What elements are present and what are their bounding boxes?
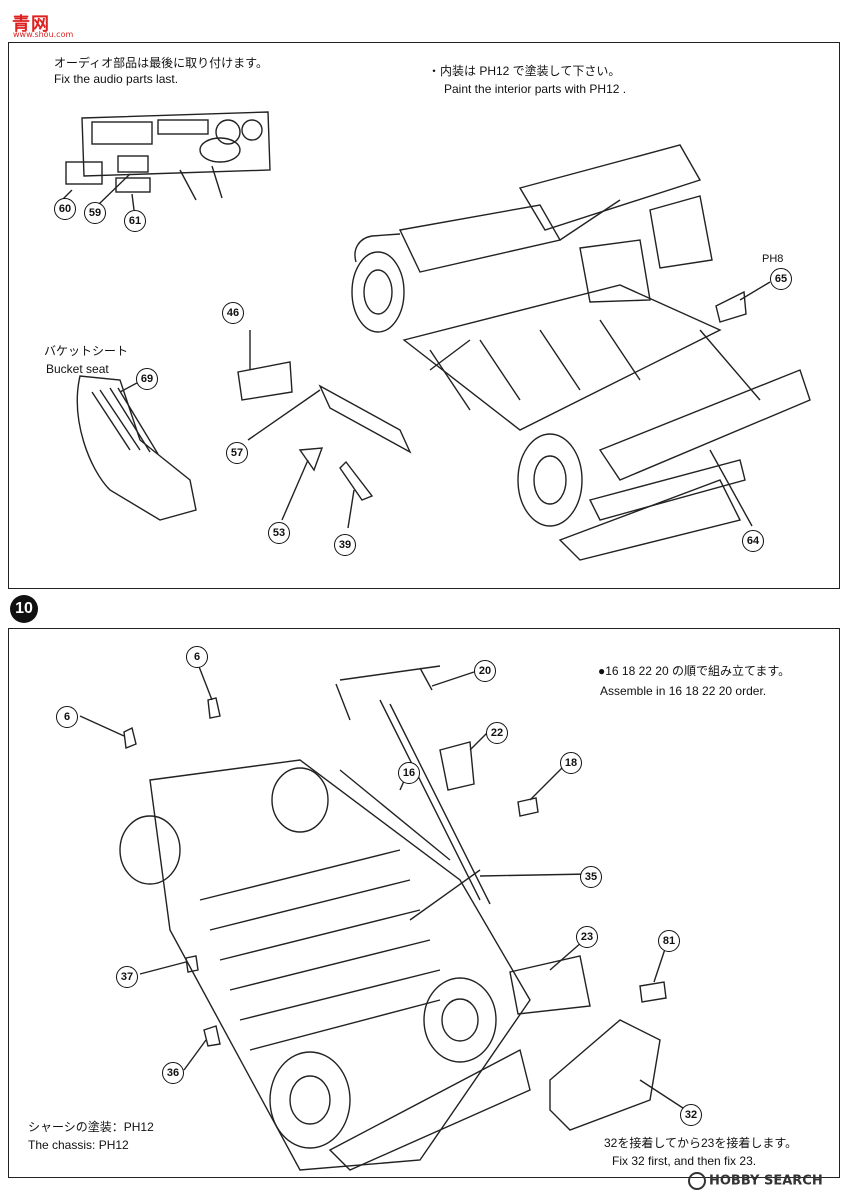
- front-seat-left: [579, 239, 651, 303]
- chassis-front-wheel-right: [423, 977, 497, 1063]
- assemble-order-en: Assemble in 16 18 22 20 order.: [600, 684, 767, 698]
- floor-plate: [558, 479, 742, 561]
- bucket-seat-en: Bucket seat: [46, 362, 109, 376]
- audio-part-61: [115, 177, 151, 193]
- watermark-sub: www.shou.com: [13, 30, 74, 39]
- callout-22: 22: [486, 722, 508, 744]
- part-65: [715, 290, 747, 323]
- callout-35: 35: [580, 866, 602, 888]
- part-6-left: [123, 726, 137, 749]
- muffler-23: [509, 955, 591, 1015]
- front-wheel: [517, 433, 583, 527]
- callout-81: 81: [658, 930, 680, 952]
- instruction-panel-bottom: [8, 628, 840, 1178]
- paint-note-jp: ・内装は PH12 で塗装して下さい。: [428, 64, 621, 78]
- part-36: [203, 1025, 221, 1047]
- part-6-right: [207, 697, 221, 719]
- chassis-paint-jp: シャーシの塗装：PH12: [28, 1120, 154, 1134]
- audio-part-60: [65, 161, 103, 185]
- console-part-57: [318, 384, 412, 454]
- callout-64: 64: [742, 530, 764, 552]
- callout-65: 65: [770, 268, 792, 290]
- center-console-64: [598, 369, 811, 481]
- callout-39: 39: [334, 534, 356, 556]
- fix-order-en: Fix 32 first, and then fix 23.: [612, 1154, 757, 1168]
- audio-part-46: [237, 361, 293, 401]
- part-37: [185, 955, 199, 973]
- instruction-panel-top: [8, 42, 840, 589]
- hobby-search-brand: HOBBY SEARCH: [688, 1172, 823, 1190]
- callout-69: 69: [136, 368, 158, 390]
- audio-note-jp: オーディオ部品は最後に取り付けます。: [54, 56, 268, 70]
- chassis-paint-en: The chassis: PH12: [28, 1138, 129, 1152]
- chassis-rear-wheel: [119, 815, 181, 885]
- watermark-main: 青网: [12, 14, 50, 35]
- part-81: [639, 981, 667, 1003]
- callout-32: 32: [680, 1104, 702, 1126]
- shifter-53: [298, 447, 324, 472]
- callout-46: 46: [222, 302, 244, 324]
- callout-6-right: 6: [186, 646, 208, 668]
- callout-60: 60: [54, 198, 76, 220]
- watermark: 青网 www.shou.com: [6, 4, 86, 39]
- fix-order-jp: 32を接着してから23を接着します。: [604, 1136, 798, 1150]
- driveshaft-16: [339, 769, 451, 861]
- front-seat-right: [649, 195, 713, 269]
- assemble-order-jp: ●16 18 22 20 の順で組み立てます。: [598, 664, 791, 678]
- rear-wheel: [351, 251, 405, 333]
- chassis-plate: [328, 1048, 531, 1171]
- callout-6-left: 6: [56, 706, 78, 728]
- audio-part-59: [117, 155, 149, 173]
- callout-23: 23: [576, 926, 598, 948]
- chassis-frame: [149, 759, 531, 1171]
- brake-lever-39: [339, 460, 374, 501]
- part-22: [439, 741, 475, 791]
- part-35: [409, 869, 481, 921]
- hobby-search-label: HOBBY SEARCH: [709, 1173, 823, 1189]
- callout-53: 53: [268, 522, 290, 544]
- callout-36: 36: [162, 1062, 184, 1084]
- callout-16: 16: [398, 762, 420, 784]
- paint-note-en: Paint the interior parts with PH12 .: [444, 82, 627, 96]
- callout-61: 61: [124, 210, 146, 232]
- dashboard: [518, 144, 702, 231]
- callout-20: 20: [474, 660, 496, 682]
- bucket-seat-drawing: [76, 375, 197, 521]
- callout-18: 18: [560, 752, 582, 774]
- dashboard-detail-drawing: [81, 111, 271, 177]
- callout-59: 59: [84, 202, 106, 224]
- part-20: [335, 665, 441, 721]
- step-number: 10: [10, 595, 38, 623]
- paint-code-ph8: PH8: [762, 253, 784, 265]
- chassis-front-wheel-left: [269, 1051, 351, 1149]
- callout-57: 57: [226, 442, 248, 464]
- callout-37: 37: [116, 966, 138, 988]
- bucket-seat-jp: バケットシート: [44, 344, 129, 358]
- hobby-search-logo-icon: [688, 1172, 706, 1190]
- audio-note-en: Fix the audio parts last.: [54, 72, 179, 86]
- fuel-tank-32: [549, 1019, 661, 1131]
- floor-pan: [402, 284, 722, 431]
